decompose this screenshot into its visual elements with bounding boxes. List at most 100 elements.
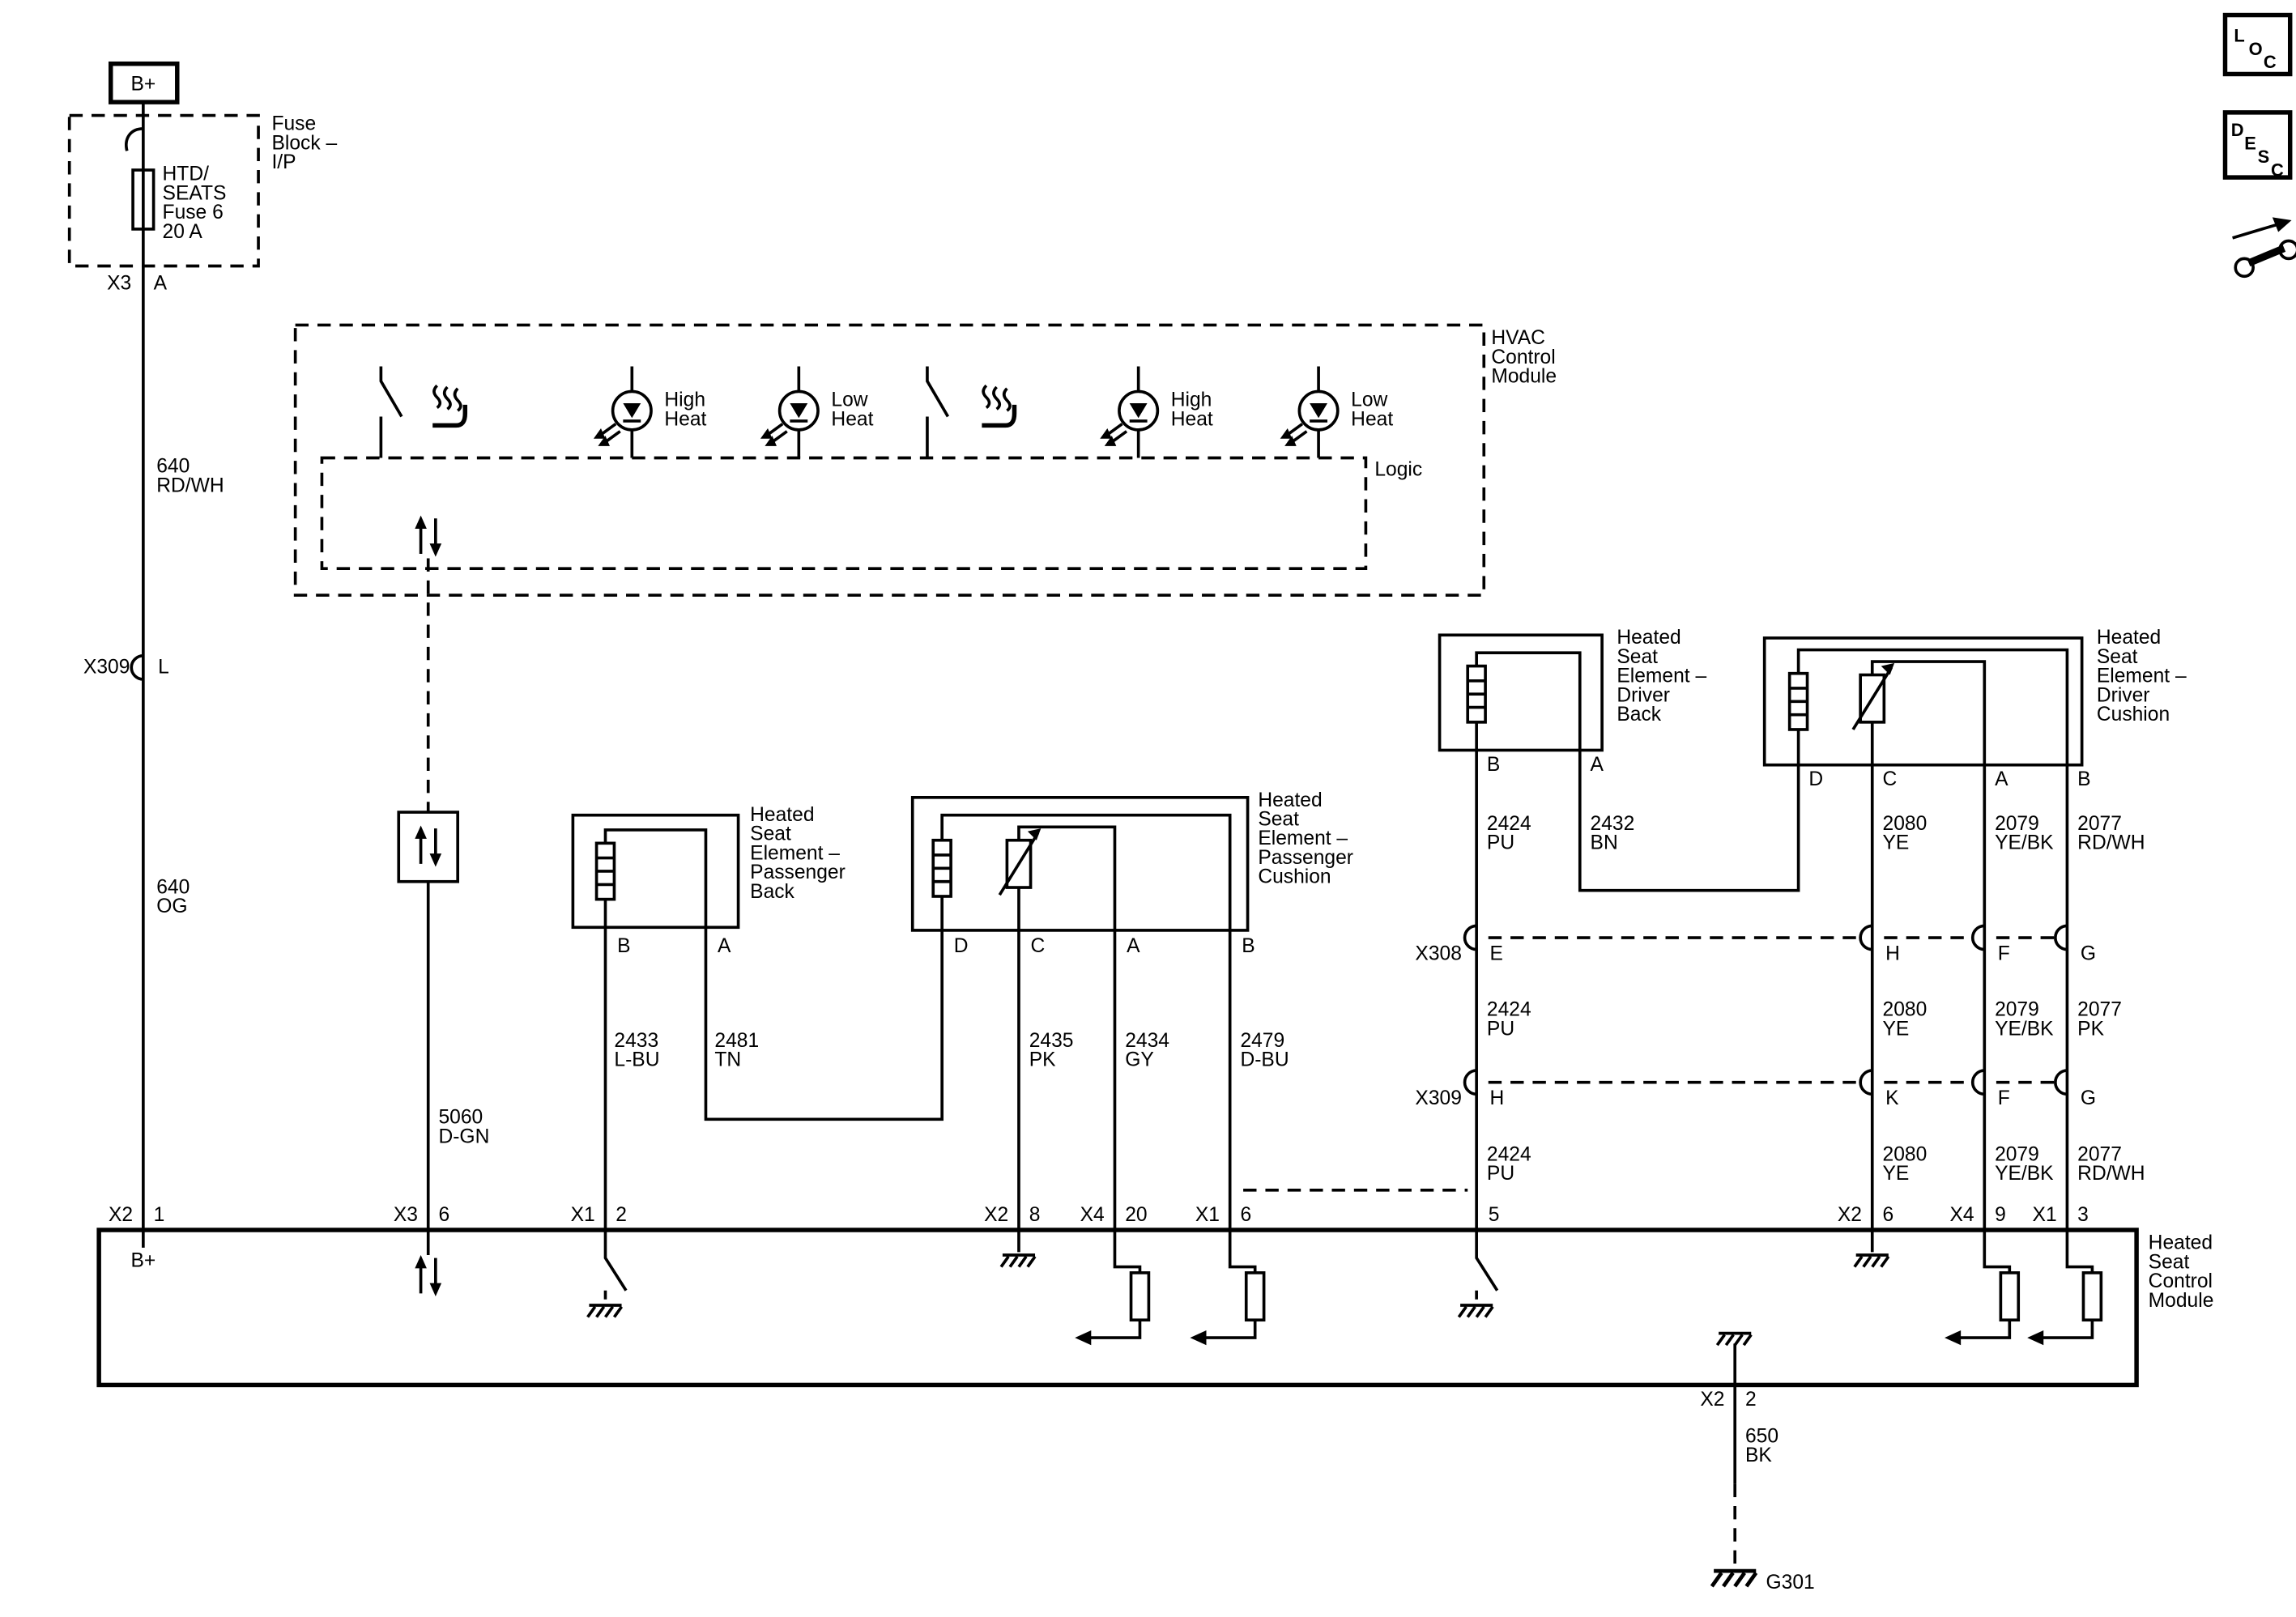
heater-element-symbol bbox=[1787, 671, 1809, 731]
passenger-back-element-section: Heated Seat Element – Passenger Back B A… bbox=[571, 804, 944, 1231]
corner-toolbar: L O C D E S C bbox=[2222, 12, 2296, 279]
driver-back-label: Heated Seat Element – Driver Back bbox=[1617, 627, 1706, 726]
label-line: PU bbox=[1487, 1163, 1514, 1185]
ground-g301-label: G301 bbox=[1766, 1572, 1814, 1594]
pin-conn: X4 bbox=[1080, 1204, 1105, 1226]
pin-letter: G bbox=[2081, 1087, 2096, 1109]
label-line: Heated bbox=[2097, 627, 2161, 649]
label-line: YE/BK bbox=[1995, 832, 2054, 854]
connector-x309-symbol bbox=[130, 653, 145, 681]
pin-letter: B bbox=[2077, 768, 2090, 790]
label-line: 2424 bbox=[1487, 813, 1531, 835]
mid-wire-labels: 2424 PU 2080 YE 2079 YE/BK 2077 PK bbox=[1487, 999, 2122, 1040]
label-line: RD/WH bbox=[156, 474, 224, 496]
hvac-logic-label: Logic bbox=[1374, 458, 1422, 480]
label-line: Cushion bbox=[1258, 866, 1331, 888]
pin-letter: B bbox=[1487, 754, 1500, 776]
label-line: 5060 bbox=[438, 1107, 483, 1129]
driver-cushion-element-section: Heated Seat Element – Driver Cushion D C… bbox=[1762, 627, 2187, 1231]
label-line: D-GN bbox=[438, 1126, 489, 1147]
label-line: 2432 bbox=[1591, 813, 1635, 835]
wire-2434-label: 2434 GY bbox=[1125, 1030, 1169, 1071]
resistor-symbol bbox=[1129, 1271, 1151, 1322]
resistor-symbol bbox=[1999, 1271, 2021, 1322]
label-line: TN bbox=[714, 1049, 741, 1071]
label-line: Fuse 6 bbox=[163, 202, 224, 223]
wire-2432-bn bbox=[1578, 750, 1800, 892]
serial-data-node-box bbox=[397, 811, 459, 883]
label-line: OG bbox=[156, 896, 187, 917]
pin-letter: H bbox=[1885, 943, 1900, 964]
heater-element-symbol bbox=[931, 838, 952, 898]
pin-conn: X4 bbox=[1949, 1204, 1974, 1226]
wire-2077-label: 2077 RD/WH bbox=[2077, 813, 2145, 854]
indicator-label-low-heat-driver: Low Heat bbox=[1351, 389, 1393, 431]
passenger-cushion-element-section: Heated Seat Element – Passenger Cushion … bbox=[910, 789, 1468, 1231]
desc-button[interactable]: D E S C bbox=[2222, 110, 2293, 180]
pin-letter: C bbox=[1883, 768, 1898, 790]
connector-symbol bbox=[2054, 1069, 2069, 1096]
label-line: Back bbox=[750, 881, 794, 903]
tools-arrow-head bbox=[2272, 217, 2292, 232]
connector-x309-label: X309 bbox=[83, 657, 130, 679]
module-sense-circuit-driver-a bbox=[1959, 1230, 2012, 1339]
label-line: Heat bbox=[831, 408, 873, 430]
driver-back-internal-wires bbox=[1475, 651, 1582, 751]
desc-letter: S bbox=[2258, 147, 2270, 167]
pin-letter: A bbox=[718, 935, 731, 957]
heater-element-symbol bbox=[594, 841, 616, 901]
pin-letter: D bbox=[1808, 768, 1823, 790]
wire-2424-label: 2424 PU bbox=[1487, 813, 1531, 854]
loc-button-box[interactable] bbox=[2222, 12, 2293, 77]
label-line: L-BU bbox=[614, 1049, 659, 1071]
label-line: Element – bbox=[1617, 666, 1706, 687]
heated-seat-control-module-box bbox=[96, 1228, 2139, 1388]
connector-x3-pin: A bbox=[154, 273, 168, 295]
label-line: PK bbox=[1029, 1049, 1056, 1071]
label-line: Heat bbox=[1351, 408, 1393, 430]
pin-letter: A bbox=[1591, 754, 1604, 776]
indicator-lamp-low-heat-passenger bbox=[759, 364, 820, 460]
label-line: BK bbox=[1745, 1445, 1772, 1466]
loc-button[interactable]: L O C bbox=[2222, 12, 2293, 77]
module-switch-symbol-passenger bbox=[603, 1230, 628, 1300]
desc-button-box[interactable] bbox=[2222, 110, 2293, 180]
label-line: Control bbox=[1491, 347, 1555, 368]
low-wire-labels: 2424 PU 2080 YE 2079 YE/BK 2077 RD/WH bbox=[1487, 1143, 2145, 1185]
label-line: Module bbox=[1491, 366, 1557, 388]
pin-num: 8 bbox=[1029, 1204, 1041, 1226]
indicator-lamp-high-heat-passenger bbox=[592, 364, 653, 460]
arrow-left-icon bbox=[1190, 1330, 1207, 1346]
label-line: Cushion bbox=[2097, 704, 2170, 726]
pin-letter: A bbox=[1127, 935, 1140, 957]
label-line: Module bbox=[2149, 1290, 2214, 1312]
passenger-cushion-label: Heated Seat Element – Passenger Cushion bbox=[1258, 789, 1353, 888]
connector-symbol bbox=[1859, 924, 1874, 951]
serial-data-link-section: 5060 D-GN bbox=[397, 558, 489, 1231]
label-line: Seat bbox=[1258, 808, 1299, 830]
label-line: 2077 bbox=[2077, 813, 2122, 835]
passenger-cushion-internal-wires bbox=[940, 813, 1232, 930]
module-switch-symbol-driver bbox=[1475, 1230, 1499, 1300]
indicator-lamp-low-heat-driver bbox=[1278, 364, 1340, 460]
label-line: Back bbox=[1617, 704, 1661, 726]
indicator-label-high-heat-driver: High Heat bbox=[1171, 389, 1213, 431]
label-line: 640 bbox=[156, 876, 190, 898]
label-line: 2080 bbox=[1883, 813, 1928, 835]
pin-conn: X2 bbox=[109, 1204, 133, 1226]
module-sense-circuit-driver-b bbox=[2042, 1230, 2094, 1339]
pin-letter: F bbox=[1998, 1087, 2010, 1109]
ground-section: X2 2 650 BK G301 bbox=[1700, 1385, 1815, 1594]
heated-seat-icon bbox=[432, 385, 465, 425]
label-line: I/P bbox=[271, 151, 296, 173]
wire-2080-label: 2080 YE bbox=[1883, 813, 1928, 854]
ground-g301-symbol bbox=[1712, 1571, 1757, 1586]
pin-conn: X1 bbox=[1195, 1204, 1220, 1226]
fuse-block-outline bbox=[67, 113, 260, 268]
pin-num: 6 bbox=[438, 1204, 449, 1226]
service-tools-icon[interactable] bbox=[2232, 217, 2296, 279]
pin-letter: F bbox=[1998, 943, 2010, 964]
wire-2481-label: 2481 TN bbox=[714, 1030, 759, 1071]
label-line: High bbox=[1171, 389, 1212, 411]
arrow-left-icon bbox=[1945, 1330, 1962, 1346]
